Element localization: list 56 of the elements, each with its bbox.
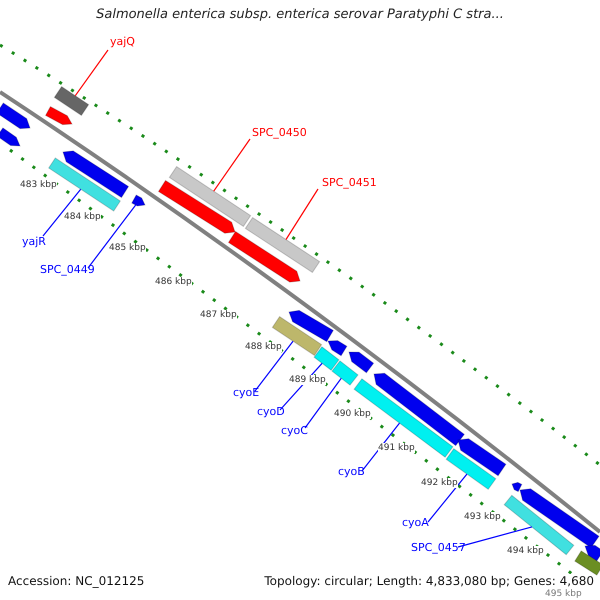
gene-label: cyoD bbox=[257, 406, 285, 419]
gene-label: cyoE bbox=[233, 387, 260, 400]
gene-label: yajR bbox=[22, 236, 46, 249]
gene-bar bbox=[327, 340, 348, 356]
leader-line bbox=[88, 204, 136, 268]
gene-bar bbox=[0, 127, 21, 147]
gene-bar bbox=[228, 230, 301, 283]
gene-bar bbox=[511, 482, 522, 492]
gene-label: SPC_0451 bbox=[322, 177, 377, 190]
tick-label: 485 kbp bbox=[109, 243, 146, 254]
gene-label: yajQ bbox=[110, 36, 135, 49]
gene-bar bbox=[313, 346, 340, 371]
leader-line bbox=[254, 340, 294, 392]
gene-bar bbox=[353, 378, 454, 458]
tick-label: 495 kbp bbox=[545, 589, 582, 599]
gene-label: cyoA bbox=[402, 517, 429, 530]
tick-label: 488 kbp bbox=[245, 342, 282, 352]
gene-bar bbox=[584, 544, 600, 562]
gene-bar bbox=[158, 180, 236, 234]
tick-label: 489 kbp bbox=[289, 375, 326, 386]
tick-label: 490 kbp bbox=[334, 409, 371, 420]
gene-bar bbox=[457, 438, 507, 476]
leader-line bbox=[74, 50, 108, 96]
gene-label: SPC_0457 bbox=[411, 542, 466, 555]
gene-bar bbox=[348, 352, 374, 374]
map-title: Salmonella enterica subsp. enterica serovar Paratyphi C stra... bbox=[95, 8, 505, 23]
gene-bar bbox=[168, 166, 252, 228]
gene-bar bbox=[131, 194, 146, 207]
gene-bar bbox=[331, 360, 359, 386]
tick-label: 494 kbp bbox=[507, 546, 544, 556]
tick-label: 483 kbp bbox=[20, 180, 57, 190]
leader-line bbox=[286, 188, 318, 240]
gene-bar bbox=[244, 216, 320, 274]
topology-text: Topology: circular; Length: 4,833,080 bp; Genes: 4,680 bbox=[264, 574, 594, 588]
leader-line bbox=[304, 378, 342, 428]
leader-line bbox=[428, 474, 468, 522]
accession-text: Accession: NC_012125 bbox=[8, 574, 144, 588]
tick-label: 491 kbp bbox=[378, 443, 415, 454]
gene-label: SPC_0450 bbox=[252, 127, 307, 140]
gene-bar bbox=[44, 106, 73, 126]
gene-label: cyoC bbox=[281, 425, 308, 438]
tick-label: 486 kbp bbox=[155, 277, 192, 288]
tick-label: 484 kbp bbox=[64, 212, 101, 222]
gene-label: SPC_0449 bbox=[40, 264, 95, 277]
gene-label: cyoB bbox=[338, 466, 365, 479]
leader-line bbox=[362, 422, 400, 472]
tick-label: 493 kbp bbox=[464, 512, 501, 522]
leader-line bbox=[213, 138, 250, 192]
gene-bar bbox=[54, 86, 90, 116]
gene-bar bbox=[62, 150, 130, 198]
tick-label: 487 kbp bbox=[200, 310, 237, 320]
gene-bar bbox=[504, 494, 574, 556]
leader-line bbox=[458, 526, 532, 548]
gene-bar bbox=[288, 310, 334, 342]
leader-line bbox=[42, 188, 82, 236]
tick-label: 492 kbp bbox=[421, 478, 458, 488]
